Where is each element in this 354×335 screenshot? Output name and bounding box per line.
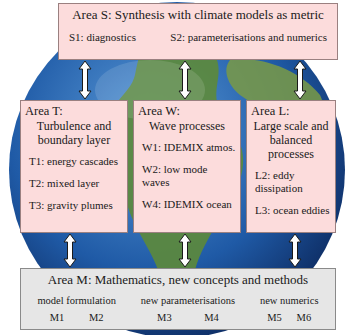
method-column: new parameterisationsM3 M4	[141, 294, 235, 324]
node-text: M5	[267, 311, 282, 324]
node-text: new numerics	[260, 294, 319, 307]
synthesis-box: Area S: Synthesis with climate models as…	[58, 3, 338, 60]
double-arrow	[79, 61, 91, 99]
node-text: M6	[297, 311, 312, 324]
node-text: T1: energy cascades	[29, 155, 123, 168]
node-text: Wave processes	[138, 119, 236, 133]
node-text: new parameterisations	[141, 294, 235, 307]
methods-box: Area M: Mathematics, new concepts and me…	[20, 268, 336, 330]
method-items: M5 M6	[260, 311, 319, 324]
area-box: Area L:Large scale and balanced processe…	[246, 100, 336, 233]
area-box: Area T:Turbulence and boundary layerT1: …	[20, 100, 128, 233]
node-text: W1: IDEMIX atmos.	[142, 141, 236, 154]
node-text: S2: parameterisations and numerics	[170, 31, 327, 44]
text-row: S1: diagnostics S2: parameterisations and…	[63, 31, 333, 44]
double-arrow	[179, 61, 191, 99]
node-text: M2	[89, 311, 104, 324]
column-row: model formulationM1 M2 new parameterisatio…	[25, 294, 331, 324]
node-text: S1: diagnostics	[69, 31, 136, 44]
node-text: W2: low mode waves	[142, 163, 236, 189]
node-text: model formulation	[37, 294, 115, 307]
double-arrow	[294, 61, 306, 99]
node-text: Area T:	[25, 104, 123, 119]
node-text: M1	[50, 311, 65, 324]
node-text: T3: gravity plumes	[29, 199, 123, 212]
node-text: Large scale and balanced processes	[251, 119, 331, 161]
method-column: new numericsM5 M6	[260, 294, 319, 324]
node-text: M4	[204, 311, 219, 324]
method-column: model formulationM1 M2	[37, 294, 115, 324]
double-arrow	[179, 234, 191, 267]
node-text: Area S: Synthesis with climate models as…	[63, 7, 333, 23]
node-text: L2: eddy dissipation	[255, 169, 331, 195]
method-items: M3 M4	[141, 311, 235, 324]
node-text: L3: ocean eddies	[255, 204, 331, 217]
method-items: M1 M2	[37, 311, 115, 324]
double-arrow	[64, 234, 76, 267]
double-arrow	[289, 234, 301, 267]
area-box: Area W:Wave processesW1: IDEMIX atmos. W2…	[133, 100, 241, 233]
node-text: T2: mixed layer	[29, 177, 123, 190]
node-text: M3	[157, 311, 172, 324]
node-text: Turbulence and boundary layer	[25, 119, 123, 147]
node-text: W4: IDEMIX ocean	[142, 198, 236, 211]
node-text: Area L:	[251, 104, 331, 119]
node-text: Area W:	[138, 104, 236, 119]
node-text: Area M: Mathematics, new concepts and me…	[25, 272, 331, 288]
